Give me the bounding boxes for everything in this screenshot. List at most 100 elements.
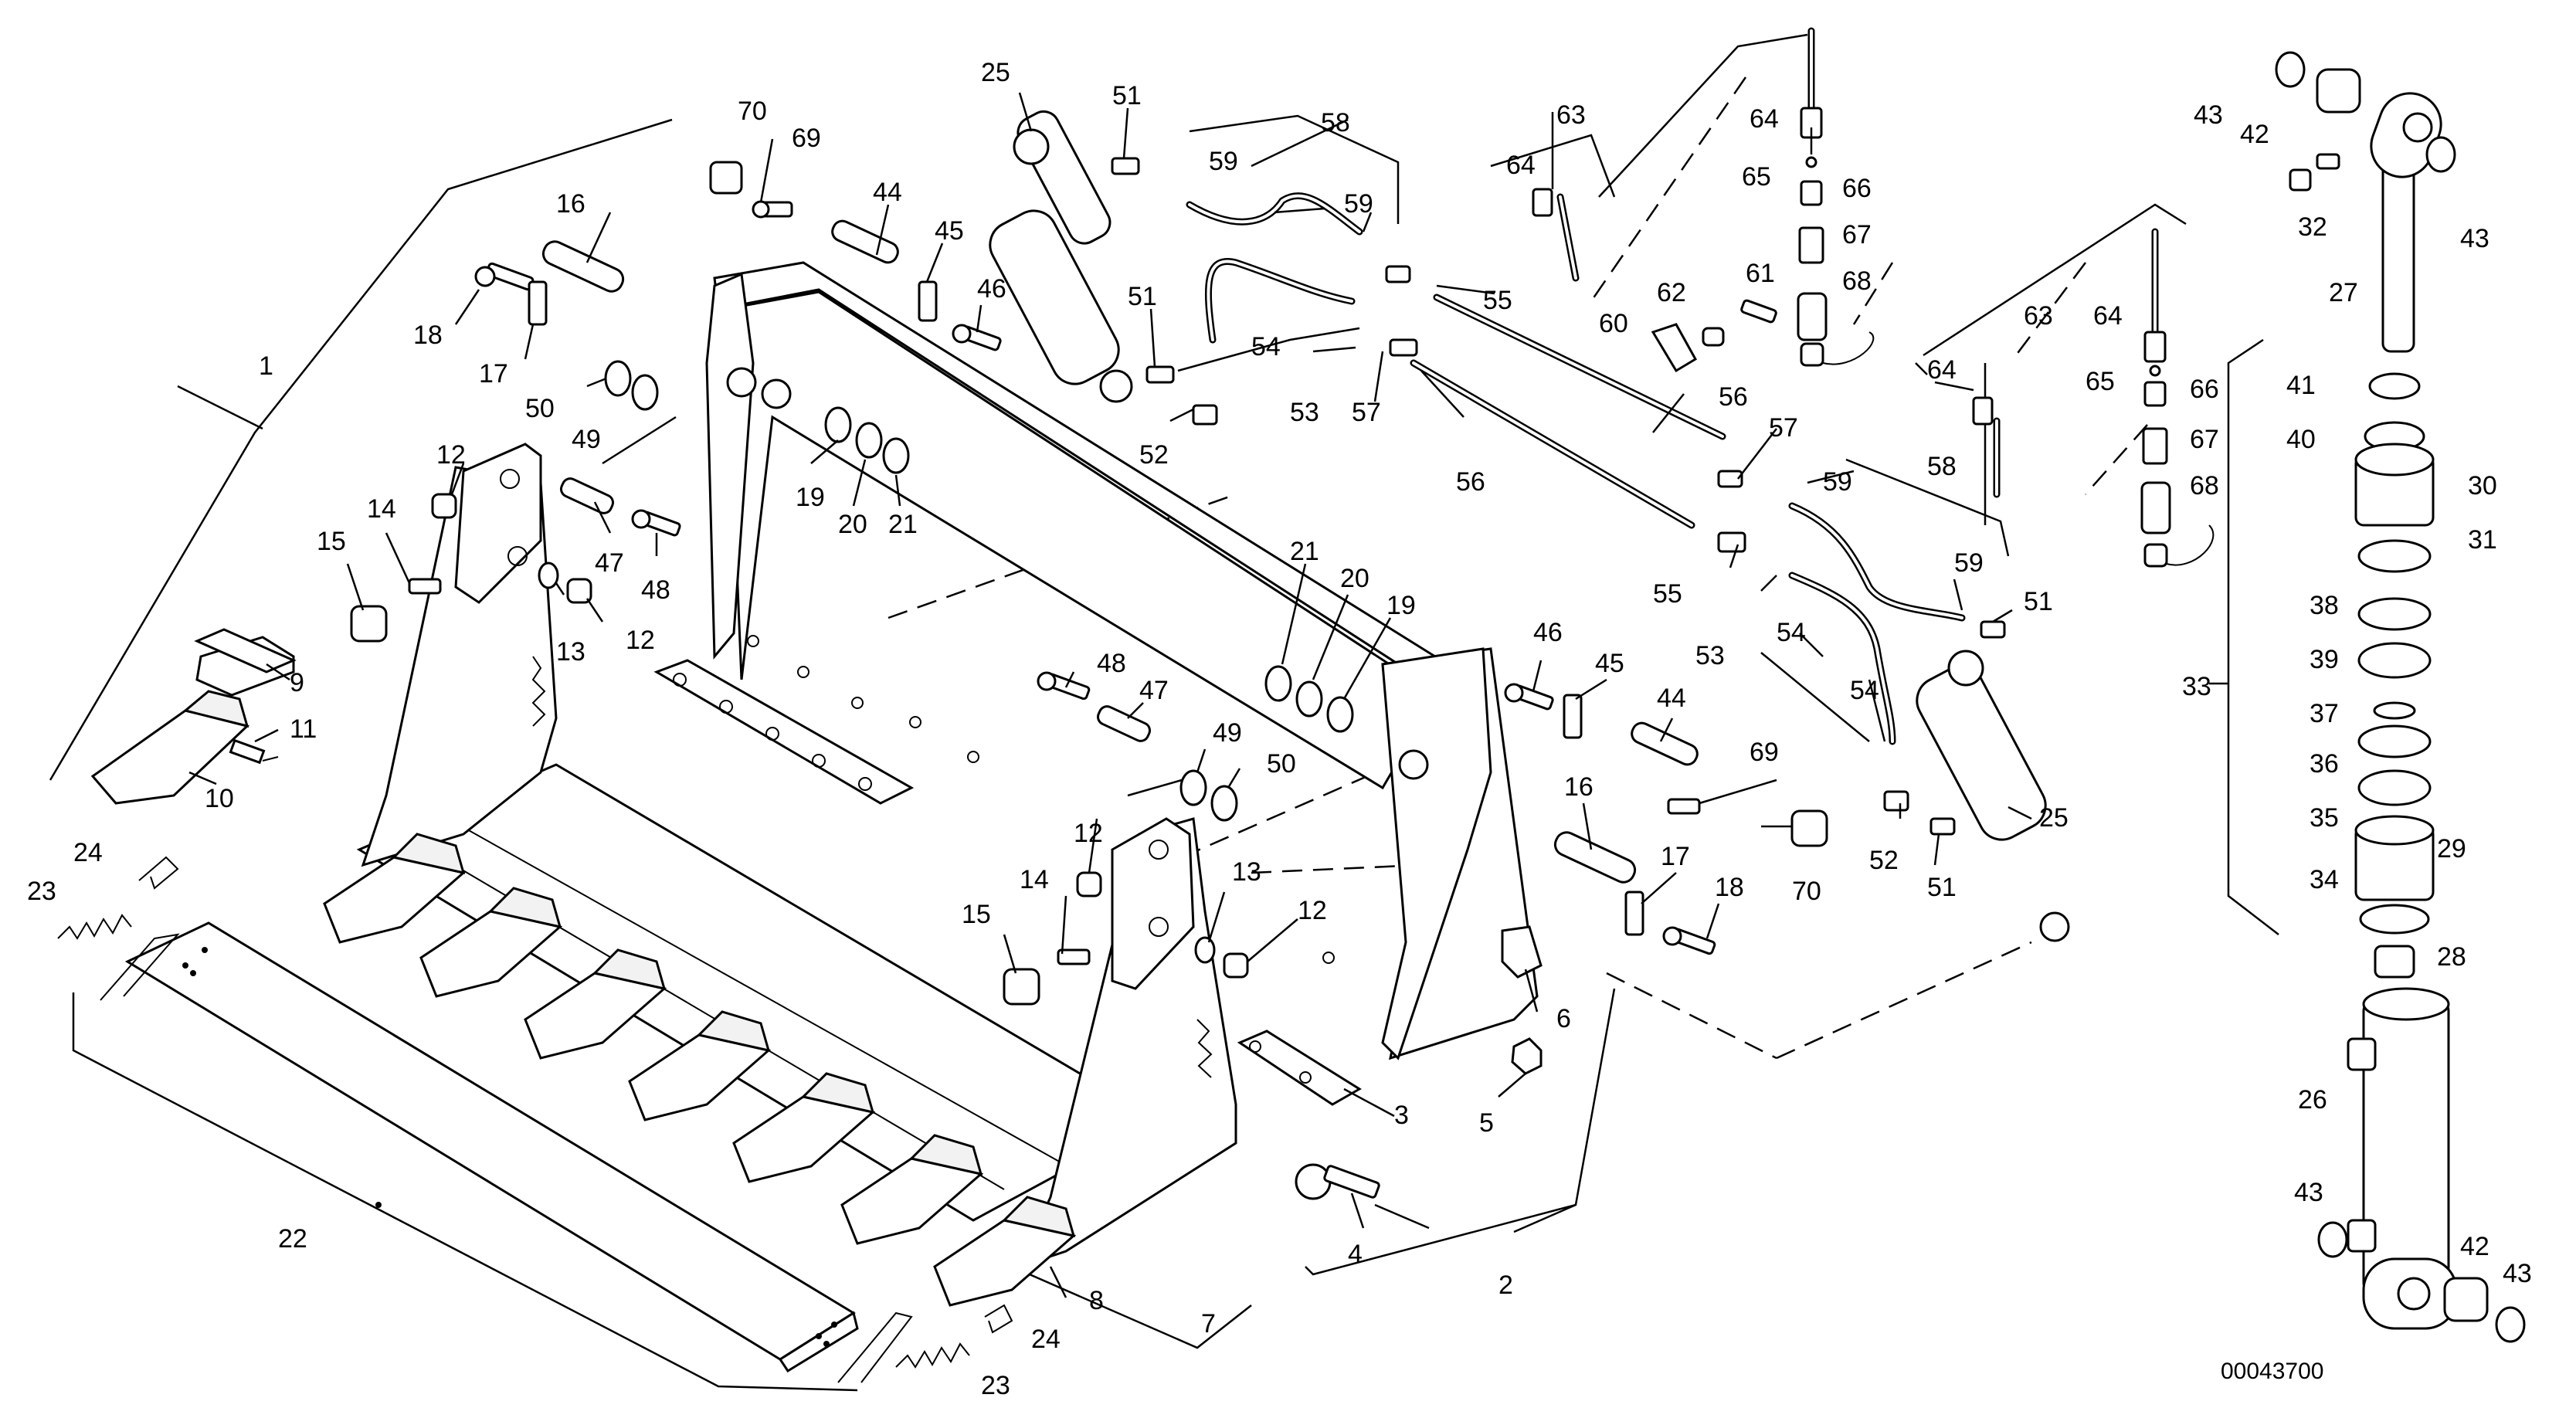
callout-44a: 44 [873, 178, 902, 207]
callout-leaders [188, 92, 2032, 1298]
callout-15a: 15 [317, 527, 346, 556]
callout-48b: 48 [1097, 649, 1126, 678]
callout-54c: 54 [1850, 676, 1879, 705]
callout-67a: 67 [1842, 220, 1872, 249]
callout-28: 28 [2437, 942, 2466, 972]
callout-42a: 42 [2240, 120, 2269, 149]
callout-39: 39 [2310, 645, 2339, 674]
callout-66a: 66 [1842, 174, 1872, 203]
callout-12a: 12 [436, 440, 466, 470]
callout-31: 31 [2468, 525, 2497, 555]
callout-68a: 68 [1842, 266, 1872, 296]
callout-59d: 59 [1954, 548, 1984, 578]
callout-35: 35 [2310, 803, 2339, 833]
callout-53b: 53 [1695, 641, 1725, 670]
callout-26: 26 [2298, 1085, 2327, 1115]
drawing-number: 00043700 [2221, 1359, 2323, 1384]
callout-69a: 69 [792, 124, 821, 153]
callout-29: 29 [2437, 834, 2466, 863]
callout-8: 8 [1089, 1286, 1104, 1315]
callout-69b: 69 [1750, 738, 1779, 767]
callout-44b: 44 [1657, 684, 1686, 713]
callout-34: 34 [2310, 865, 2339, 894]
callout-17a: 17 [479, 359, 508, 388]
callout-68b: 68 [2190, 471, 2219, 500]
callout-60: 60 [1599, 309, 1628, 338]
callout-10: 10 [205, 784, 234, 813]
group-leader-lines [49, 33, 2279, 1392]
callout-49b: 49 [1213, 718, 1242, 748]
callout-59a: 59 [1209, 147, 1238, 176]
callout-21b: 21 [1290, 537, 1319, 566]
callout-67b: 67 [2190, 425, 2219, 454]
callout-36: 36 [2310, 749, 2339, 779]
callout-18a: 18 [413, 321, 443, 350]
callout-51a: 51 [1112, 81, 1142, 110]
callout-22: 22 [278, 1224, 307, 1254]
callout-32: 32 [2298, 212, 2327, 242]
callout-6: 6 [1556, 1004, 1571, 1033]
callout-20b: 20 [1340, 564, 1369, 593]
callout-70a: 70 [738, 97, 767, 126]
callout-16b: 16 [1564, 772, 1593, 802]
callout-14b: 14 [1020, 865, 1049, 894]
callout-63a: 63 [1556, 100, 1586, 130]
callout-1: 1 [259, 351, 273, 381]
callout-41: 41 [2286, 371, 2316, 400]
callout-61: 61 [1746, 259, 1775, 288]
callout-54a: 54 [1251, 332, 1281, 361]
callout-13a: 13 [556, 637, 585, 667]
callout-16a: 16 [556, 189, 585, 219]
callout-13b: 13 [1232, 857, 1261, 887]
callout-5: 5 [1479, 1108, 1494, 1138]
callout-14a: 14 [367, 494, 396, 524]
bucket-body [356, 261, 1539, 1269]
callout-58a: 58 [1321, 108, 1350, 137]
callout-25b: 25 [2039, 803, 2069, 833]
callout-57b: 57 [1769, 413, 1798, 443]
hydraulic-hoses [1111, 27, 2215, 836]
hardware-left-cluster [350, 161, 1002, 643]
callout-52b: 52 [1869, 846, 1899, 875]
callout-37: 37 [2310, 699, 2339, 728]
callout-64d: 64 [2093, 301, 2123, 331]
callout-56a: 56 [1719, 382, 1748, 412]
callout-12b: 12 [626, 626, 655, 655]
callout-51c: 51 [2024, 587, 2053, 616]
callout-50b: 50 [1267, 749, 1296, 779]
callout-64c: 64 [1927, 355, 1957, 385]
callout-50a: 50 [525, 394, 555, 423]
callout-30: 30 [2468, 471, 2497, 500]
callout-55b: 55 [1653, 579, 1682, 609]
callout-57a: 57 [1352, 398, 1381, 427]
callout-11: 11 [290, 714, 317, 744]
callout-59c: 59 [1823, 467, 1852, 497]
callout-43a: 43 [2194, 100, 2223, 130]
callout-43d: 43 [2503, 1259, 2532, 1288]
callout-47b: 47 [1139, 676, 1169, 705]
callout-labels: 1 2 3 4 5 6 7 8 9 10 11 12 12 12 12 13 1… [27, 58, 2532, 1400]
callout-18b: 18 [1715, 873, 1744, 902]
callout-62: 62 [1657, 278, 1686, 307]
hardware-right-cluster [194, 628, 1828, 1200]
callout-58b: 58 [1927, 452, 1957, 481]
cylinder-exploded-view [2275, 51, 2526, 1343]
callout-19a: 19 [796, 483, 825, 512]
callout-51d: 51 [1927, 873, 1957, 902]
callout-70b: 70 [1792, 877, 1821, 906]
callout-12c: 12 [1074, 819, 1103, 848]
callout-52a: 52 [1139, 440, 1169, 470]
callout-9: 9 [290, 668, 304, 697]
callout-7: 7 [1201, 1309, 1216, 1338]
callout-66b: 66 [2190, 375, 2219, 404]
callout-48a: 48 [641, 575, 670, 605]
callout-63b: 63 [2024, 301, 2053, 331]
callout-27: 27 [2329, 278, 2358, 307]
callout-33: 33 [2182, 672, 2211, 701]
callout-42b: 42 [2460, 1232, 2489, 1261]
callout-24a: 24 [73, 838, 103, 867]
callout-45a: 45 [935, 216, 964, 246]
callout-47a: 47 [595, 548, 624, 578]
callout-55a: 55 [1483, 286, 1512, 315]
